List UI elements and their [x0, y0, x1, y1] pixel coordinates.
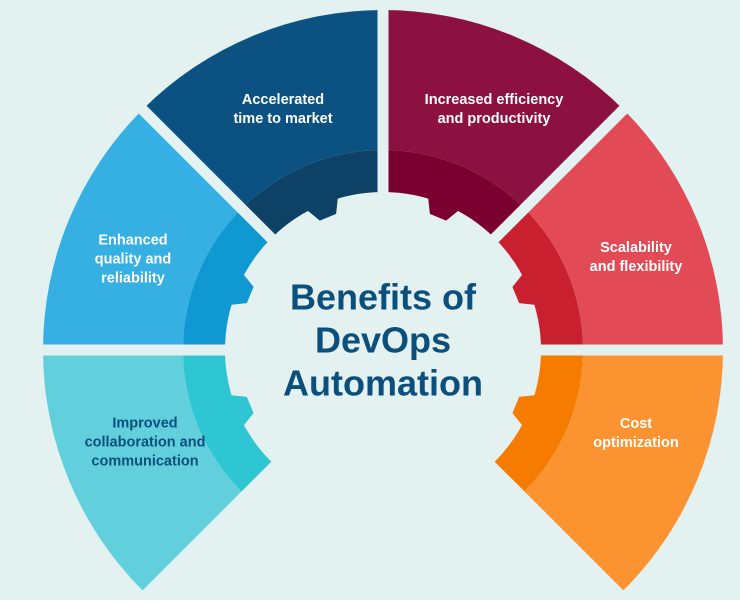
segment-inner-band-accelerated [241, 150, 383, 239]
gear-tooth-scalability [512, 274, 536, 305]
segment-cost [494, 350, 723, 591]
gear-tooth-quality [230, 274, 254, 305]
segment-efficiency [383, 10, 624, 239]
segment-divider [131, 98, 317, 284]
segment-outer-collaboration [42, 350, 242, 591]
segment-inner-band-cost [494, 350, 583, 492]
segment-outer-quality [43, 109, 242, 350]
segment-inner-band-collaboration [183, 350, 272, 492]
gear-tooth-accelerated [307, 197, 338, 221]
segment-outer-accelerated [142, 10, 383, 209]
segment-inner-band-quality [183, 208, 272, 350]
segment-inner-band-efficiency [383, 150, 525, 239]
segment-scalability [494, 109, 723, 350]
segment-divider [449, 98, 635, 284]
gear-tooth-collaboration [230, 395, 254, 426]
segment-quality [43, 109, 272, 350]
segment-outer-scalability [524, 109, 723, 350]
gear-tooth-cost [512, 395, 536, 426]
segment-accelerated [142, 10, 383, 239]
gear-tooth-efficiency [428, 197, 459, 221]
segment-outer-efficiency [383, 10, 624, 209]
segment-outer-cost [524, 350, 723, 591]
segment-collaboration [42, 350, 272, 591]
segment-inner-band-scalability [494, 208, 583, 350]
